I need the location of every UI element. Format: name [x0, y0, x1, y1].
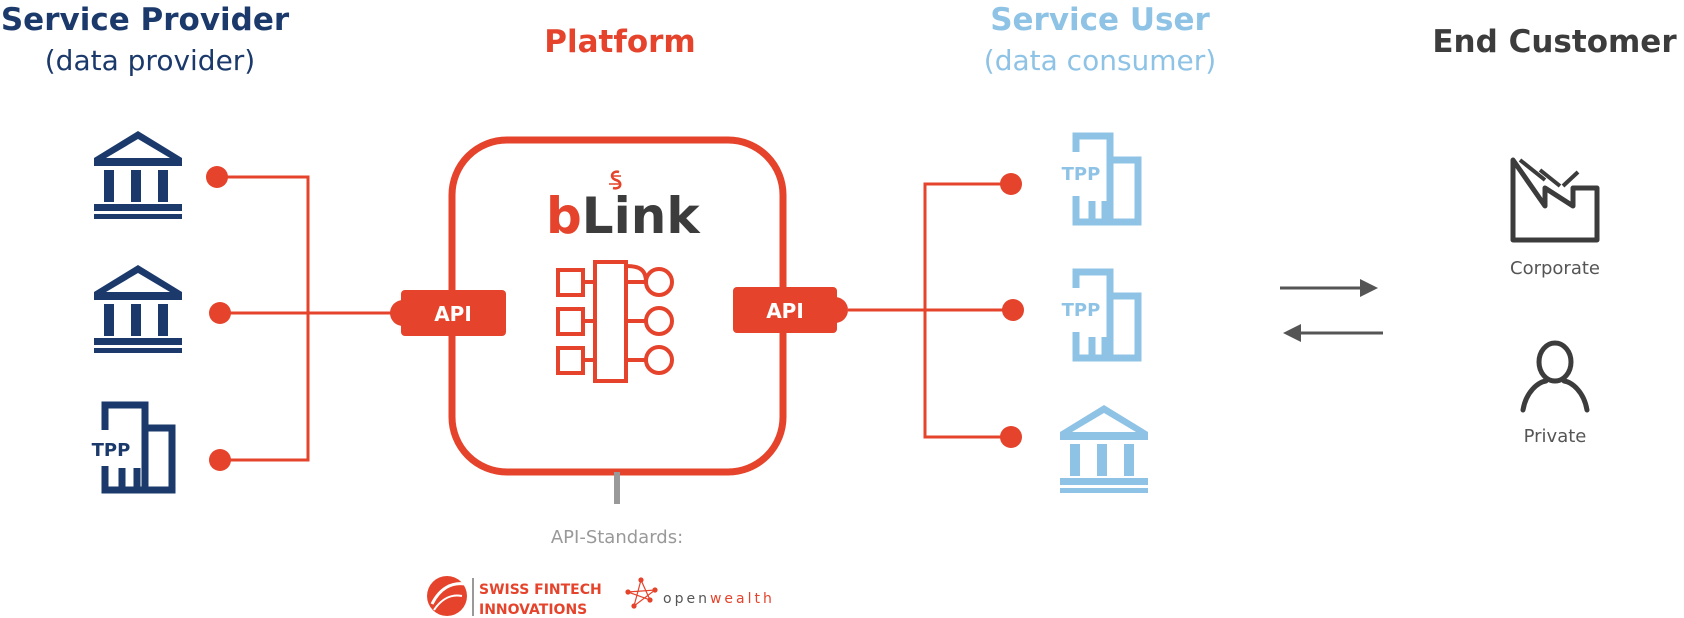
bank-icon: [1060, 405, 1148, 493]
connector-dot: [206, 166, 228, 188]
bank-icon: [94, 265, 182, 353]
connector-dot: [1000, 426, 1022, 448]
private-label: Private: [1523, 426, 1587, 447]
tpp-building-icon: [101, 401, 176, 494]
service-user-title: Service User: [990, 2, 1210, 38]
platform-hub-icon: [556, 260, 674, 383]
tpp-building-icon: [1072, 132, 1142, 226]
openwealth-star-icon: [625, 577, 658, 609]
api-badge-left: API: [390, 290, 506, 336]
service-provider-subtitle: (data provider): [44, 44, 256, 77]
api-standards-label: API-Standards:: [550, 527, 684, 548]
connector-dot: [1002, 299, 1024, 321]
exchange-arrows-icon: [1280, 279, 1383, 342]
swiss-fintech-line2: INNOVATIONS: [479, 602, 587, 618]
right-connectors: [848, 182, 1011, 439]
end-customer-title: End Customer: [1432, 24, 1677, 60]
tpp-building-icon: [1072, 268, 1142, 362]
corporate-label: Corporate: [1510, 258, 1600, 279]
factory-icon: [1510, 157, 1600, 243]
left-connectors: [217, 175, 403, 462]
bank-icon: [94, 131, 182, 219]
platform-stem: [614, 472, 620, 504]
blink-logo: bLink: [546, 187, 701, 245]
platform-title: Platform: [544, 24, 696, 60]
openwealth-logo: openwealth: [625, 577, 775, 609]
service-provider-title: Service Provider: [0, 2, 290, 38]
tpp-tag: TPP: [1062, 164, 1101, 185]
openwealth-suffix: wealth: [710, 591, 775, 607]
openwealth-wordmark: openwealth: [663, 591, 775, 607]
swiss-fintech-innovations-logo: SWISS FINTECH INNOVATIONS: [427, 576, 602, 618]
blink-s-icon: [609, 170, 622, 190]
api-badge-right: API: [733, 287, 848, 333]
swiss-fintech-line1: SWISS FINTECH: [479, 582, 602, 598]
tpp-tag: TPP: [1062, 300, 1101, 321]
api-right-label: API: [766, 299, 804, 323]
connector-dot: [1000, 173, 1022, 195]
connector-dot: [209, 302, 231, 324]
person-icon: [1520, 340, 1590, 413]
tpp-tag: TPP: [92, 440, 131, 461]
openwealth-prefix: open: [663, 591, 710, 607]
service-user-subtitle: (data consumer): [983, 44, 1217, 77]
api-left-label: API: [434, 302, 472, 326]
connector-dot: [209, 449, 231, 471]
